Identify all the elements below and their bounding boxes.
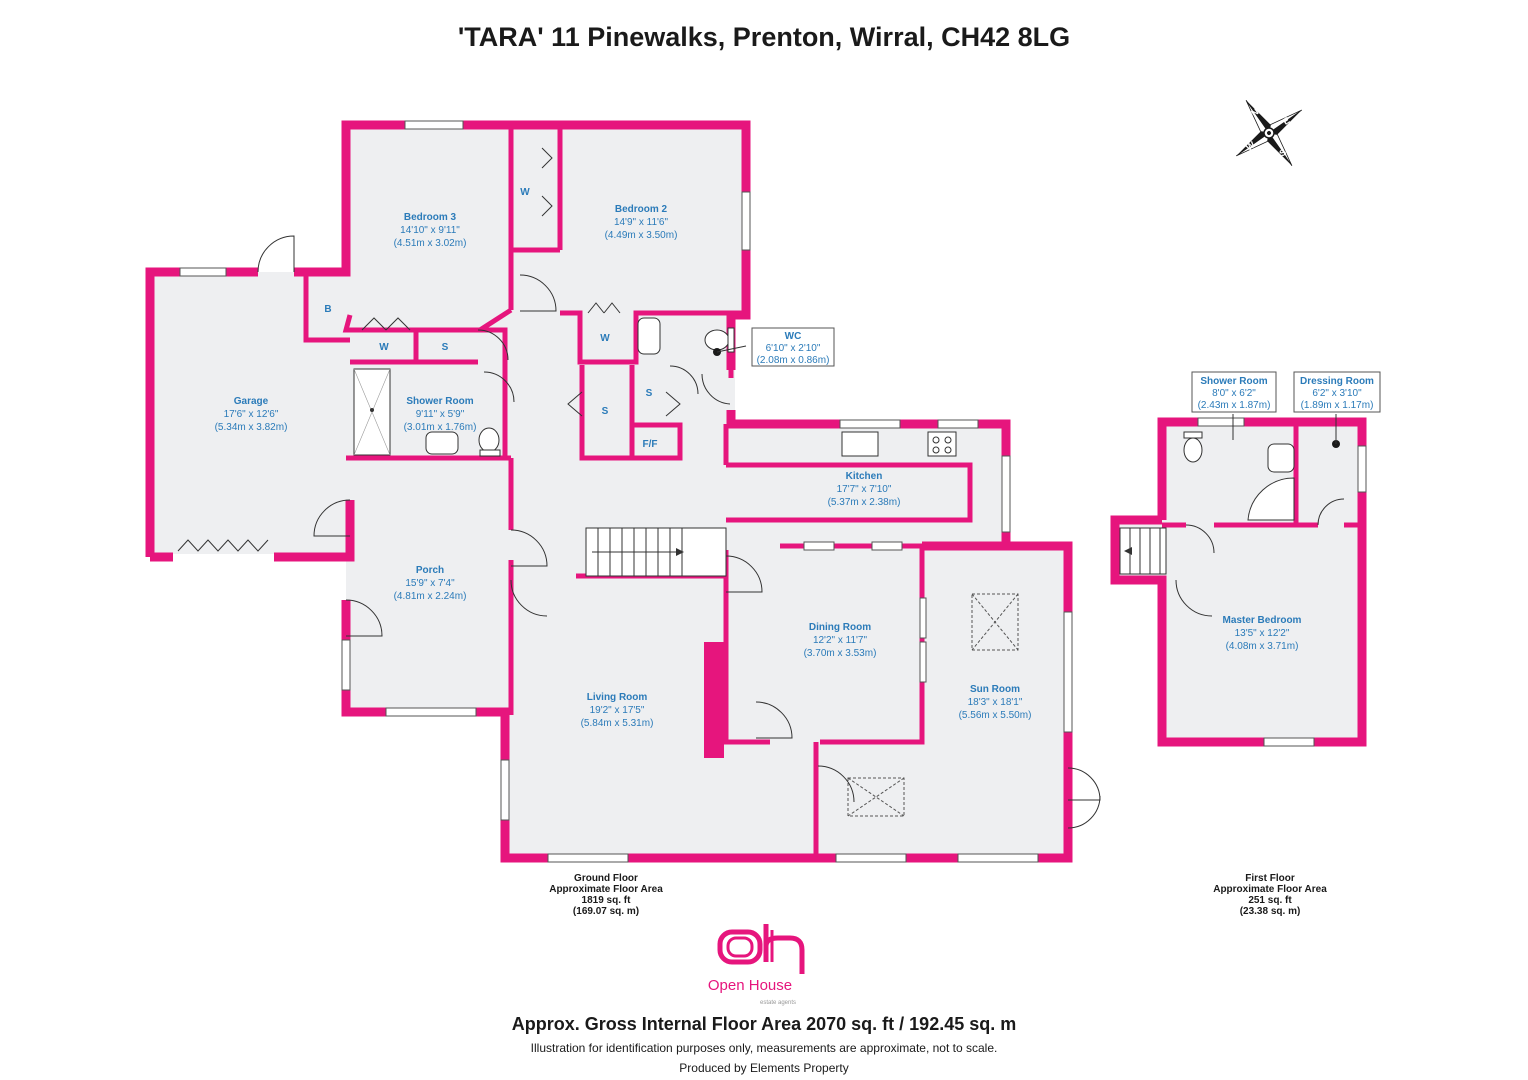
compass-s: S: [1277, 147, 1288, 159]
svg-text:Garage: Garage: [234, 396, 269, 407]
first-floor-area: First Floor Approximate Floor Area 251 s…: [1200, 873, 1340, 917]
ground-floor-area-label: Approximate Floor Area: [549, 884, 663, 895]
svg-text:(4.81m x 2.24m): (4.81m x 2.24m): [394, 591, 467, 602]
room-label-kitchen: Kitchen 17'7" x 7'10" (5.37m x 2.38m): [828, 471, 901, 508]
page-title: 'TARA' 11 Pinewalks, Prenton, Wirral, CH…: [457, 22, 1071, 52]
svg-text:Dressing Room: Dressing Room: [1300, 376, 1374, 387]
svg-text:17'6" x 12'6": 17'6" x 12'6": [224, 409, 279, 420]
svg-text:(5.34m x 3.82m): (5.34m x 3.82m): [215, 422, 288, 433]
svg-text:8'0" x 6'2": 8'0" x 6'2": [1212, 388, 1256, 399]
svg-text:Bedroom 2: Bedroom 2: [615, 204, 668, 215]
stairs: [585, 527, 727, 577]
first-floor-sqft: 251 sq. ft: [1248, 895, 1292, 906]
svg-text:15'9" x 7'4": 15'9" x 7'4": [405, 578, 455, 589]
svg-text:Master Bedroom: Master Bedroom: [1223, 615, 1302, 626]
svg-text:(2.43m x 1.87m): (2.43m x 1.87m): [1198, 400, 1271, 411]
room-label-sun: Sun Room 18'3" x 18'1" (5.56m x 5.50m): [959, 684, 1032, 721]
svg-text:14'9" x 11'6": 14'9" x 11'6": [614, 217, 669, 228]
svg-text:(3.70m x 3.53m): (3.70m x 3.53m): [804, 648, 877, 659]
label-s-bed3: S: [442, 342, 449, 353]
ground-floor-area: Ground Floor Approximate Floor Area 1819…: [536, 873, 676, 917]
label-ff: F/F: [643, 439, 658, 450]
svg-text:(1.89m x 1.17m): (1.89m x 1.17m): [1301, 400, 1374, 411]
produced-by: Produced by Elements Property: [679, 1061, 849, 1075]
label-b-garage: B: [324, 304, 331, 315]
ground-floor-sqft: 1819 sq. ft: [581, 895, 631, 906]
room-label-living: Living Room 19'2" x 17'5" (5.84m x 5.31m…: [581, 692, 654, 729]
first-floor-plan: [1110, 414, 1367, 747]
open-house-logo: Open House estate agents: [708, 924, 805, 1006]
svg-text:6'2" x 3'10": 6'2" x 3'10": [1312, 388, 1362, 399]
room-label-bedroom2: Bedroom 2 14'9" x 11'6" (4.49m x 3.50m): [605, 204, 678, 241]
first-floor-area-label: Approximate Floor Area: [1213, 884, 1327, 895]
svg-text:(5.84m x 5.31m): (5.84m x 5.31m): [581, 718, 654, 729]
logo-brand: Open House: [708, 977, 792, 994]
svg-text:(4.08m x 3.71m): (4.08m x 3.71m): [1226, 641, 1299, 652]
room-label-dressing: Dressing Room 6'2" x 3'10" (1.89m x 1.17…: [1293, 371, 1381, 413]
svg-text:19'2" x 17'5": 19'2" x 17'5": [590, 705, 645, 716]
svg-text:6'10" x 2'10": 6'10" x 2'10": [766, 343, 821, 354]
label-w-bed3: W: [379, 342, 389, 353]
room-label-bedroom3: Bedroom 3 14'10" x 9'11" (4.51m x 3.02m): [394, 212, 467, 249]
ground-floor-plan: [145, 120, 1101, 863]
svg-text:14'10" x 9'11": 14'10" x 9'11": [400, 225, 460, 236]
room-label-porch: Porch 15'9" x 7'4" (4.81m x 2.24m): [394, 565, 467, 602]
first-floor-name: First Floor: [1245, 873, 1295, 884]
svg-text:Living Room: Living Room: [587, 692, 648, 703]
room-label-shower-ff: Shower Room 8'0" x 6'2" (2.43m x 1.87m): [1191, 371, 1277, 413]
room-label-master: Master Bedroom 13'5" x 12'2" (4.08m x 3.…: [1223, 615, 1302, 652]
svg-text:(4.49m x 3.50m): (4.49m x 3.50m): [605, 230, 678, 241]
first-floor-sqm: (23.38 sq. m): [1239, 906, 1301, 917]
disclaimer: Illustration for identification purposes…: [530, 1041, 998, 1055]
label-w-hall: W: [600, 333, 610, 344]
svg-text:(4.51m x 3.02m): (4.51m x 3.02m): [394, 238, 467, 249]
compass-icon: N E S W: [1236, 100, 1302, 166]
svg-text:(5.56m x 5.50m): (5.56m x 5.50m): [959, 710, 1032, 721]
label-w-bed2: W: [520, 187, 530, 198]
svg-text:(2.08m x 0.86m): (2.08m x 0.86m): [757, 355, 830, 366]
room-label-wc: WC 6'10" x 2'10" (2.08m x 0.86m): [751, 327, 835, 367]
svg-text:Shower Room: Shower Room: [406, 396, 473, 407]
svg-text:12'2" x 11'7": 12'2" x 11'7": [813, 635, 868, 646]
ground-floor-name: Ground Floor: [574, 873, 638, 884]
svg-text:(3.01m x 1.76m): (3.01m x 1.76m): [404, 422, 477, 433]
svg-text:18'3" x 18'1": 18'3" x 18'1": [968, 697, 1023, 708]
svg-text:9'11" x 5'9": 9'11" x 5'9": [416, 409, 465, 420]
svg-text:13'5" x 12'2": 13'5" x 12'2": [1235, 628, 1290, 639]
label-s-hall-2: S: [646, 388, 653, 399]
room-label-dining: Dining Room 12'2" x 11'7" (3.70m x 3.53m…: [804, 622, 877, 659]
svg-text:Kitchen: Kitchen: [846, 471, 883, 482]
room-label-garage: Garage 17'6" x 12'6" (5.34m x 3.82m): [215, 396, 288, 433]
ground-floor-sqm: (169.07 sq. m): [572, 906, 640, 917]
svg-text:(5.37m x 2.38m): (5.37m x 2.38m): [828, 497, 901, 508]
svg-text:17'7" x 7'10": 17'7" x 7'10": [837, 484, 892, 495]
compass-n: N: [1249, 106, 1260, 118]
label-s-hall: S: [602, 406, 609, 417]
gross-area: Approx. Gross Internal Floor Area 2070 s…: [511, 1014, 1017, 1034]
room-label-shower-gf: Shower Room 9'11" x 5'9" (3.01m x 1.76m): [404, 396, 477, 433]
svg-text:Bedroom 3: Bedroom 3: [404, 212, 457, 223]
svg-text:Sun Room: Sun Room: [970, 684, 1020, 695]
svg-text:Porch: Porch: [416, 565, 444, 576]
compass-e: E: [1281, 115, 1292, 127]
svg-text:Shower Room: Shower Room: [1200, 376, 1267, 387]
svg-text:WC: WC: [785, 331, 802, 342]
svg-text:Dining Room: Dining Room: [809, 622, 871, 633]
logo-sub: estate agents: [760, 1000, 796, 1006]
